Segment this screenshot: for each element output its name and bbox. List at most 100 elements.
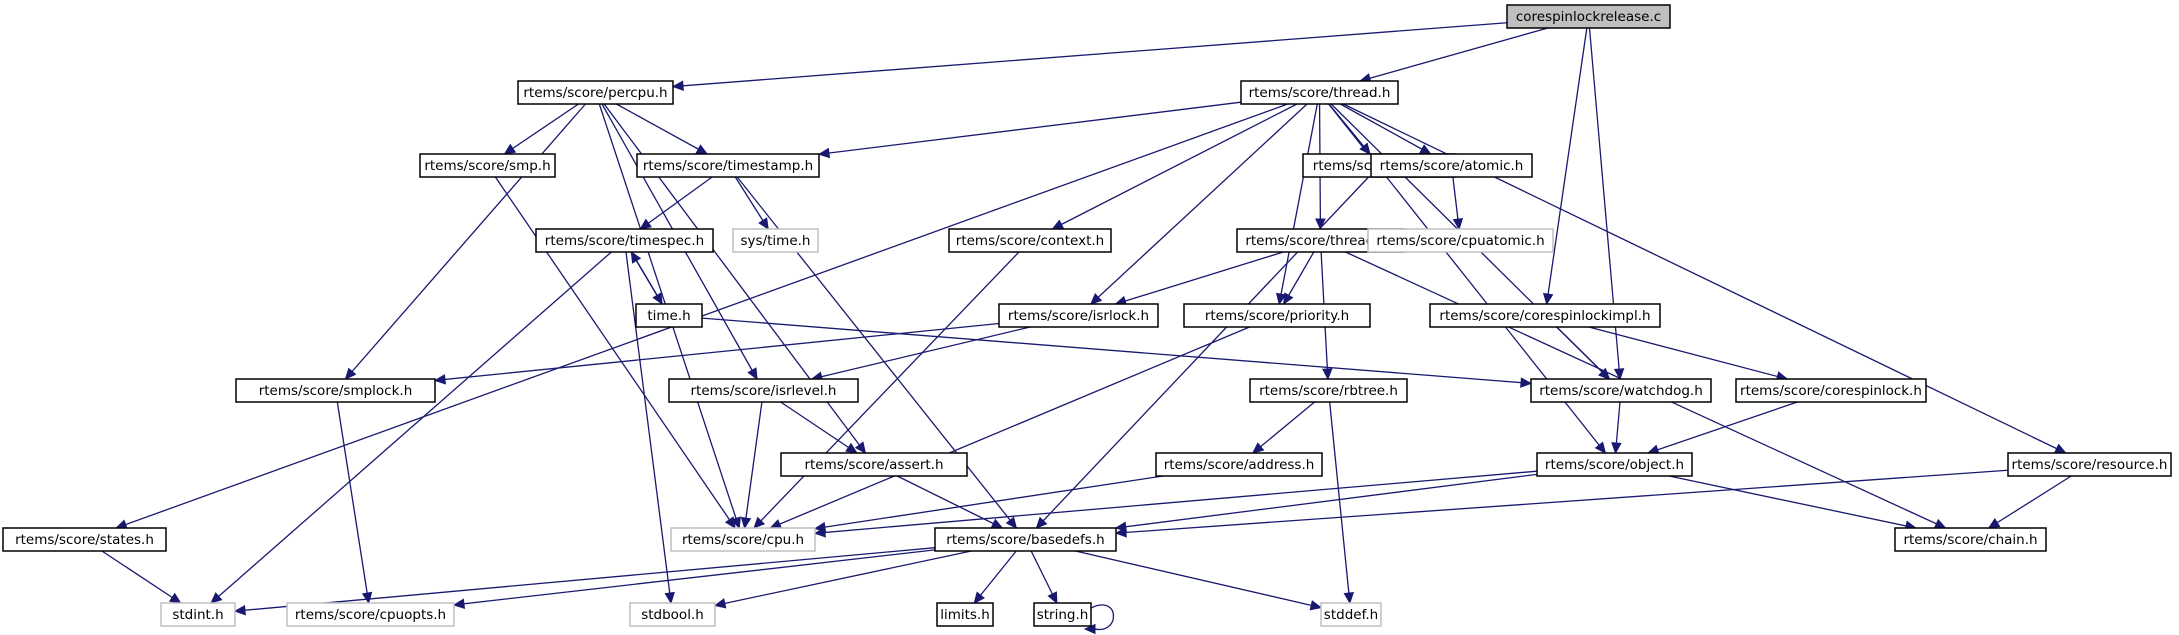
node-box — [517, 80, 674, 105]
edge-percpu-to-smp — [503, 103, 579, 155]
node-resource[interactable]: rtems/score/resource.h — [2007, 452, 2172, 477]
node-object[interactable]: rtems/score/object.h — [1536, 452, 1693, 477]
edge-line — [814, 475, 1164, 530]
edge-line — [811, 326, 1031, 380]
arrowhead-icon — [233, 604, 246, 616]
node-label: rtems/score/atomic.h — [1380, 158, 1524, 174]
node-box — [1249, 378, 1408, 403]
edge-basedefs-to-cpuopts — [452, 549, 936, 609]
node-watchdog[interactable]: rtems/score/watchdog.h — [1530, 378, 1712, 403]
edge-thread-to-context — [1051, 103, 1298, 230]
arrowhead-icon — [1251, 442, 1265, 454]
node-corespinlock[interactable]: rtems/score/corespinlock.h — [1735, 378, 1927, 403]
node-label: sys/time.h — [741, 233, 811, 249]
edge-line — [210, 251, 612, 604]
node-label: string.h — [1037, 607, 1089, 623]
node-smp[interactable]: rtems/score/smp.h — [419, 153, 556, 178]
edge-thread-to-timestamp — [817, 101, 1242, 159]
node-rbtree[interactable]: rtems/score/rbtree.h — [1249, 378, 1408, 403]
node-label: rtems/score/address.h — [1164, 457, 1315, 473]
node-root[interactable]: corespinlockrelease.c — [1506, 4, 1671, 29]
node-limits[interactable]: limits.h — [936, 602, 994, 627]
node-stringh[interactable]: string.h — [1033, 602, 1092, 627]
edge-line — [896, 475, 1003, 529]
node-chain[interactable]: rtems/score/chain.h — [1894, 527, 2047, 552]
edge-threadq-to-isrlock — [1114, 251, 1284, 306]
node-label: stdint.h — [172, 607, 223, 623]
node-label: rtems/score/timestamp.h — [643, 158, 813, 174]
edge-line — [1546, 27, 1588, 305]
node-priority[interactable]: rtems/score/priority.h — [1183, 303, 1371, 328]
node-basedefs[interactable]: rtems/score/basedefs.h — [934, 527, 1117, 552]
edge-line — [1090, 103, 1308, 305]
edge-line — [1052, 103, 1298, 230]
edge-thread-to-atomic — [1339, 103, 1432, 155]
edge-line — [1647, 401, 1798, 454]
edge-line — [743, 401, 763, 529]
edge-address-to-cpu — [813, 475, 1164, 533]
edge-object-to-chain — [1668, 475, 1918, 531]
node-label: time.h — [647, 308, 690, 324]
node-label: rtems/score/timespec.h — [545, 233, 704, 249]
edge-line — [770, 326, 1250, 529]
node-stddef: stddef.h — [1320, 602, 1382, 627]
node-smplock[interactable]: rtems/score/smplock.h — [235, 378, 436, 403]
node-percpu[interactable]: rtems/score/percpu.h — [517, 80, 674, 105]
node-box — [1367, 228, 1554, 253]
node-address[interactable]: rtems/score/address.h — [1155, 452, 1323, 477]
edge-line — [714, 550, 972, 607]
node-label: rtems/score/object.h — [1545, 457, 1684, 473]
edge-line — [1252, 401, 1316, 454]
node-isrlevel[interactable]: rtems/score/isrlevel.h — [668, 378, 859, 403]
node-box — [419, 153, 556, 178]
node-box — [780, 452, 968, 477]
edge-line — [1075, 550, 1322, 609]
edge-root-to-thread — [1359, 27, 1548, 84]
node-timespec[interactable]: rtems/score/timespec.h — [535, 228, 714, 253]
arrowhead-icon — [1315, 218, 1326, 231]
node-atomic[interactable]: rtems/score/atomic.h — [1370, 153, 1533, 178]
node-box — [235, 378, 436, 403]
node-cpu: rtems/score/cpu.h — [670, 527, 816, 552]
arrowhead-icon — [503, 143, 517, 155]
edge-object-to-cpu — [813, 470, 1538, 538]
node-label: rtems/score/percpu.h — [523, 85, 667, 101]
edge-priority-to-cpu — [769, 326, 1250, 529]
node-timestamp[interactable]: rtems/score/timestamp.h — [636, 153, 820, 178]
node-label: rtems/score/context.h — [956, 233, 1104, 249]
edge-basedefs-to-stdbool — [713, 550, 972, 609]
edge-line — [1588, 27, 1621, 380]
node-box — [160, 602, 236, 627]
arrowhead-icon — [1090, 292, 1103, 305]
edge-line — [504, 103, 579, 155]
edge-context-to-cpu — [753, 251, 1020, 529]
node-isrlock[interactable]: rtems/score/isrlock.h — [998, 303, 1159, 328]
edge-line — [494, 176, 736, 529]
arrowhead-icon — [1594, 441, 1607, 454]
arrowhead-icon — [168, 592, 182, 604]
edge-line — [336, 401, 370, 604]
node-assert[interactable]: rtems/score/assert.h — [780, 452, 968, 477]
edge-corespinlockimpl-to-watchdog — [1556, 326, 1611, 380]
node-timeh[interactable]: time.h — [635, 303, 703, 328]
node-thread[interactable]: rtems/score/thread.h — [1240, 80, 1399, 105]
edge-smplock-to-cpuopts — [336, 401, 373, 605]
arrowhead-icon — [433, 374, 446, 385]
edge-assert-to-basedefs — [896, 475, 1004, 529]
node-corespinlockimpl[interactable]: rtems/score/corespinlockimpl.h — [1429, 303, 1661, 328]
node-stdint: stdint.h — [160, 602, 236, 627]
edge-line — [101, 550, 181, 604]
edge-line — [1329, 401, 1351, 604]
arrowhead-icon — [753, 516, 766, 529]
node-context[interactable]: rtems/score/context.h — [948, 228, 1112, 253]
node-label: rtems/score/threadq.h — [1245, 233, 1395, 249]
edge-atomic-to-cpuatomic — [1452, 176, 1464, 231]
node-threadq[interactable]: rtems/score/threadq.h — [1236, 228, 1405, 253]
edge-line — [1115, 469, 2009, 534]
edge-root-to-watchdog — [1588, 27, 1625, 381]
arrowhead-icon — [1359, 142, 1371, 155]
node-states[interactable]: rtems/score/states.h — [2, 527, 167, 552]
arrowhead-icon — [671, 80, 684, 92]
node-label: rtems/score/isrlock.h — [1008, 308, 1149, 324]
